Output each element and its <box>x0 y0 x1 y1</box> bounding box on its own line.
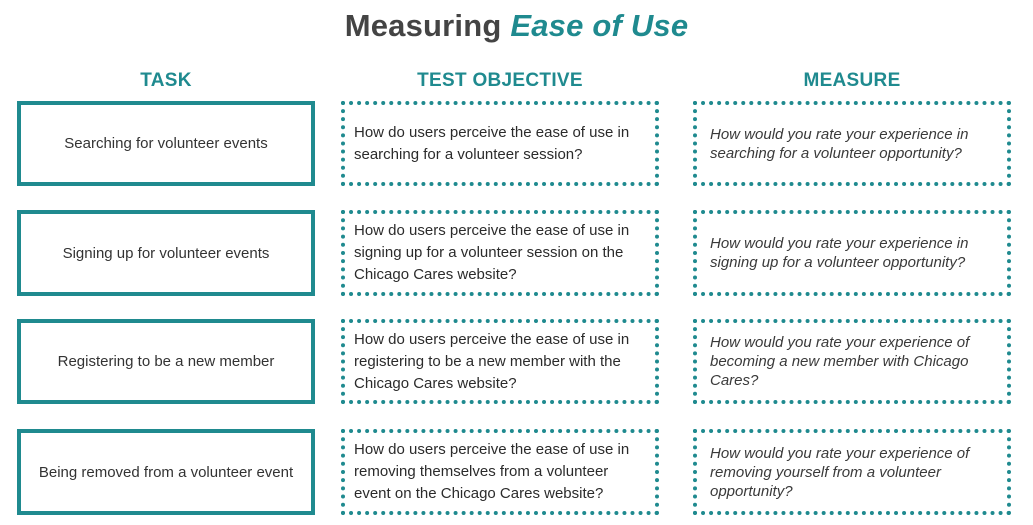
column-header-task: TASK <box>140 70 192 91</box>
objective-text: How do users perceive the ease of use in… <box>354 441 630 502</box>
objective-text: How do users perceive the ease of use in… <box>354 330 630 392</box>
task-box: Being removed from a volunteer event <box>17 429 315 515</box>
title-accent: Ease of Use <box>510 8 689 43</box>
task-box: Searching for volunteer events <box>17 101 315 186</box>
measure-text: How would you rate your experience in se… <box>710 125 969 162</box>
measure-box: How would you rate your experience of be… <box>693 319 1011 404</box>
column-header-measure: MEASURE <box>803 70 901 91</box>
task-box: Registering to be a new member <box>17 319 315 404</box>
measure-box: How would you rate your experience in se… <box>693 101 1011 186</box>
title-prefix: Measuring <box>344 8 502 43</box>
objective-box: How do users perceive the ease of use in… <box>341 101 659 186</box>
objective-box: How do users perceive the ease of use in… <box>341 319 659 404</box>
measure-box: How would you rate your experience of re… <box>693 429 1011 515</box>
task-box: Signing up for volunteer events <box>17 210 315 296</box>
task-label: Being removed from a volunteer event <box>38 463 294 481</box>
measure-box: How would you rate your experience in si… <box>693 210 1011 296</box>
column-header-test-objective: TEST OBJECTIVE <box>417 70 583 91</box>
objective-box: How do users perceive the ease of use in… <box>341 210 659 296</box>
objective-box: How do users perceive the ease of use in… <box>341 429 659 515</box>
measure-text: How would you rate your experience in si… <box>710 235 969 271</box>
page-title: Measuring Ease of Use <box>0 4 1033 48</box>
task-label: Registering to be a new member <box>57 353 275 370</box>
task-label: Searching for volunteer events <box>64 135 268 152</box>
objective-text: How do users perceive the ease of use in… <box>354 222 630 283</box>
objective-text: How do users perceive the ease of use in… <box>354 123 630 163</box>
measure-text: How would you rate your experience of re… <box>710 444 970 500</box>
task-label: Signing up for volunteer events <box>62 244 270 262</box>
measure-text: How would you rate your experience of be… <box>710 334 970 389</box>
